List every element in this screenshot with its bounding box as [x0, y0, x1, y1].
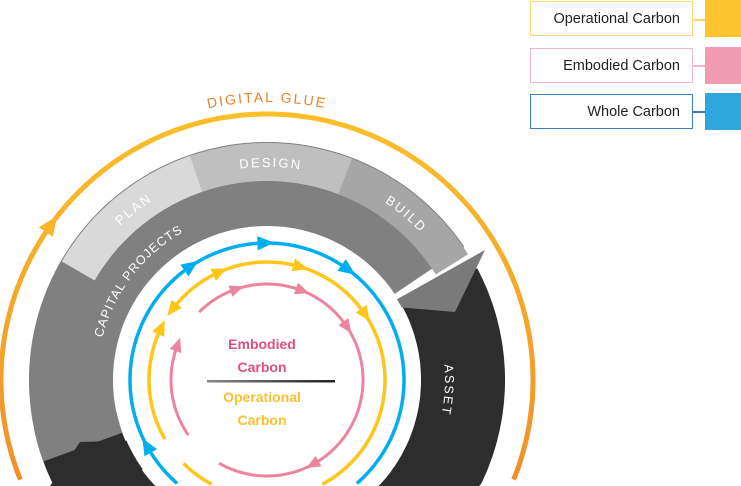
legend-whole-carbon: Whole Carbon	[530, 94, 693, 129]
legend-embodied-carbon: Embodied Carbon	[530, 48, 693, 83]
legend-swatch-operational	[705, 0, 741, 37]
center-operational-line1: Operational	[223, 389, 301, 405]
embodied-carbon-arrow-icon	[228, 285, 244, 297]
legend-connector	[693, 65, 705, 67]
digital-glue-label: DIGITAL GLUE	[205, 89, 328, 111]
operational-carbon-arrow-icon	[210, 268, 228, 281]
operational-carbon-cycle-left	[147, 329, 167, 440]
legend-operational-carbon: Operational Carbon	[530, 1, 693, 36]
carbon-cycles	[128, 236, 406, 486]
whole-carbon-cycle	[128, 241, 406, 485]
embodied-carbon-arrow-icon	[169, 337, 182, 353]
center-embodied-line1: Embodied	[228, 336, 296, 352]
digital-glue-ring	[0, 111, 536, 481]
legend-connector	[693, 111, 705, 113]
whole-carbon-arrow-icon	[337, 259, 356, 275]
legend-connector	[693, 19, 705, 21]
stage-design-label: DESIGN	[239, 155, 304, 173]
center-divider	[207, 380, 335, 383]
whole-carbon-arrow-icon	[257, 236, 275, 251]
asset-label: ASSET	[439, 364, 456, 417]
digital-glue-arrow-icon	[39, 216, 58, 237]
embodied-carbon-arrow-icon	[306, 455, 322, 469]
whole-carbon-arrow-icon	[142, 438, 157, 457]
operational-carbon-arrow-icon	[152, 320, 165, 337]
legend-label: Embodied Carbon	[563, 57, 680, 74]
embodied-carbon-arrow-icon	[294, 282, 310, 295]
center-embodied-line2: Carbon	[238, 359, 287, 375]
legend-swatch-embodied	[705, 47, 741, 84]
asset-arrowhead-icon	[50, 440, 150, 486]
stage-plan-segment	[61, 154, 206, 281]
operational-carbon-cycle	[175, 260, 387, 486]
operational-carbon-arrow-icon	[291, 258, 309, 272]
embodied-carbon-arrow-icon	[338, 318, 352, 334]
digital-glue-circle	[0, 111, 536, 481]
operational-carbon-arrow-icon	[355, 304, 370, 322]
stage-build-segment	[338, 158, 468, 275]
operational-carbon-arrow-icon	[167, 299, 182, 316]
legend-swatch-whole	[705, 93, 741, 130]
stage-design-segment	[189, 143, 356, 196]
center-operational-line2: Carbon	[238, 412, 287, 428]
legend-label: Whole Carbon	[587, 103, 680, 120]
embodied-carbon-cycle-left	[169, 346, 190, 436]
embodied-carbon-cycle	[198, 282, 365, 478]
whole-carbon-arrow-icon	[180, 260, 199, 277]
capital-projects-arrowhead-icon	[385, 250, 485, 312]
legend-label: Operational Carbon	[553, 10, 680, 27]
